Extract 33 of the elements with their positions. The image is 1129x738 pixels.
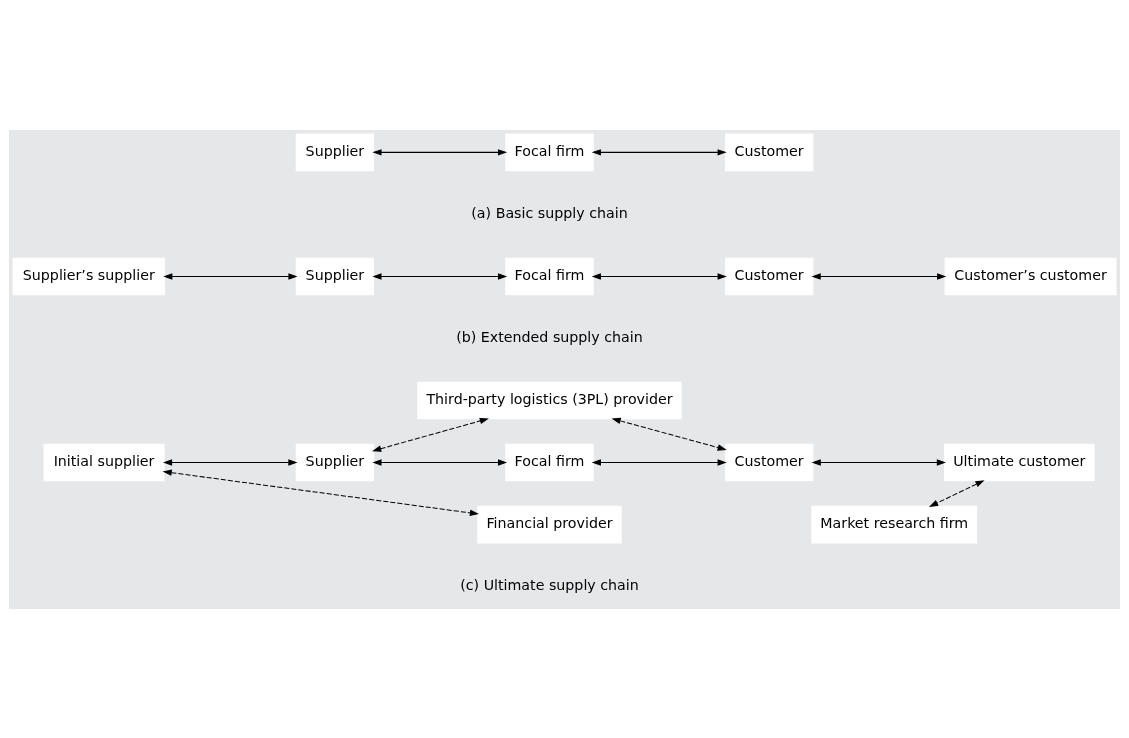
label: (c) Ultimate supply chain	[460, 576, 639, 593]
node-box: Ultimate customer	[944, 443, 1095, 481]
node-box: Focal firm	[505, 257, 594, 295]
node-box: Third-party logistics (3PL) provider	[417, 381, 682, 419]
arrow	[372, 417, 489, 452]
node-box: Customer	[724, 443, 814, 481]
node-box: Supplier’s supplier	[12, 257, 166, 295]
arrow	[811, 272, 947, 280]
node-box: Focal firm	[505, 133, 594, 171]
arrow	[163, 272, 298, 280]
arrow	[928, 479, 985, 507]
arrow	[591, 458, 727, 466]
node-box: Initial supplier	[43, 443, 165, 481]
arrow	[811, 458, 946, 466]
arrow	[611, 417, 727, 451]
node-box: Customer	[724, 133, 814, 171]
node-box: Focal firm	[505, 443, 594, 481]
node-box: Customer	[724, 257, 814, 295]
label: (b) Extended supply chain	[456, 328, 643, 345]
node-box: Market research firm	[811, 505, 978, 543]
node-box: Supplier	[295, 257, 375, 295]
label: (a) Basic supply chain	[471, 204, 628, 221]
arrow	[162, 469, 480, 516]
node-box: Financial provider	[477, 505, 622, 543]
arrow	[591, 272, 727, 280]
node-box: Customer’s customer	[944, 257, 1117, 295]
arrow	[372, 272, 508, 280]
node-box: Supplier	[295, 133, 375, 171]
arrow	[591, 148, 727, 156]
node-box: Supplier	[295, 443, 375, 481]
arrow	[162, 458, 298, 466]
arrow	[372, 458, 508, 466]
arrow	[372, 148, 508, 156]
